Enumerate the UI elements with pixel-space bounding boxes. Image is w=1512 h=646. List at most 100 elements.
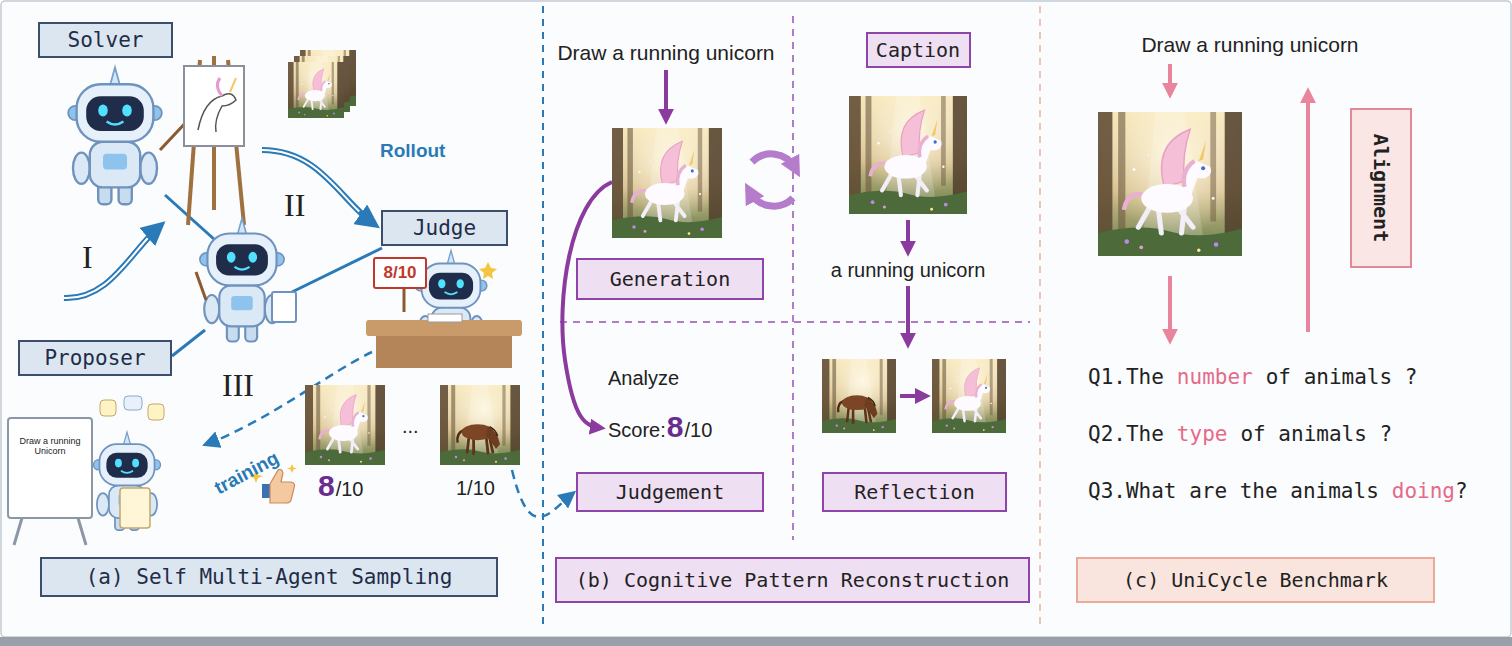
thumbs-up: [262, 484, 270, 498]
proposer-whiteboard: [100, 400, 116, 416]
easel: [184, 66, 244, 146]
box-label: Solver: [68, 28, 144, 52]
flow-arrow-II: [262, 150, 374, 224]
cycle-arrows: [750, 192, 793, 206]
question-text: Q3.What are the animals: [1088, 479, 1379, 504]
easel: [230, 78, 236, 92]
score-scale: /10: [685, 418, 713, 442]
score-value: 8: [318, 468, 335, 504]
caption-flow: [906, 286, 910, 344]
benchmark-flow: [1098, 64, 1308, 340]
judge-robot: [366, 251, 522, 368]
caption-flow: [906, 220, 910, 252]
question-keyword: type: [1177, 422, 1228, 447]
agent-links: [172, 330, 205, 356]
thumbs-up: [287, 464, 297, 473]
generation-flow: [562, 70, 722, 428]
judge-feedback-arrow: [512, 470, 572, 517]
easel: [217, 78, 222, 96]
cycle-arrows: [750, 154, 795, 206]
flow-arrow-I: [64, 226, 160, 298]
reflection-images: [822, 359, 1006, 433]
section-dividers: [792, 16, 794, 540]
section-title-box: (b) Cognitive Pattern Reconstruction: [555, 557, 1030, 603]
reflection-images: [932, 359, 1006, 433]
frame: [0, 637, 1512, 646]
easel: [198, 94, 236, 132]
proposer-whiteboard: [120, 488, 150, 528]
sampled-images: [305, 385, 385, 465]
section-dividers: [542, 6, 544, 630]
reflection-images: [900, 394, 926, 398]
score-label: Score:: [608, 418, 666, 442]
question-text: of animals ?: [1266, 365, 1418, 390]
caption-text: a running unicorn: [831, 258, 986, 282]
section-title-box: (a) Self Multi-Agent Sampling: [40, 557, 498, 597]
question-keyword: number: [1177, 365, 1253, 390]
generation-flow: [612, 128, 722, 238]
question-keyword: doing: [1392, 479, 1455, 504]
question-text: of animals ?: [1240, 422, 1392, 447]
flow-arrow-I: [64, 226, 160, 298]
box-label: Judge: [413, 216, 476, 240]
proposer-whiteboard: [78, 518, 86, 545]
section-dividers: [1039, 6, 1041, 630]
judge-robot: [376, 336, 512, 368]
prompt-text: Draw a running unicorn: [557, 40, 774, 65]
sampled-images: [440, 385, 520, 465]
section-dividers: [560, 321, 1030, 323]
step-number: II: [284, 186, 305, 224]
rollout-images: [288, 50, 356, 118]
judge-feedback-arrow: [512, 470, 572, 517]
prompt-text: Draw a running unicorn: [1141, 32, 1358, 57]
judge-robot: [403, 288, 406, 312]
proposer-whiteboard: [8, 418, 92, 518]
proposer-whiteboard: [148, 404, 164, 420]
judge-robot: [428, 314, 462, 322]
step-number: I: [82, 238, 93, 276]
score-value: 8: [667, 409, 684, 445]
benchmark-flow: [1098, 112, 1242, 256]
whiteboard-text: Draw a running Unicorn: [14, 436, 86, 457]
generation-flow: [562, 182, 612, 428]
box-label: Caption: [876, 38, 960, 62]
question-text: Q2.The: [1088, 422, 1164, 447]
proposer-robot-center: [196, 272, 206, 300]
box-label: Judgement: [616, 480, 724, 504]
easel: [184, 56, 244, 225]
judge-robot: [479, 262, 497, 279]
flow-arrow-I: [64, 226, 160, 298]
question-text: ?: [1455, 479, 1468, 504]
agent-name-box: Proposer: [18, 340, 172, 376]
proposer-whiteboard: [124, 396, 142, 410]
proposer-whiteboard: [93, 432, 160, 530]
flow-arrow-II: [262, 150, 374, 224]
solver-robot: [68, 67, 162, 204]
box-label: Generation: [610, 267, 730, 291]
benchmark-flow: [1168, 64, 1172, 94]
agent-links: [165, 195, 382, 356]
proposer-robot-center: [272, 292, 296, 322]
proposer-robot-center: [200, 218, 284, 341]
agent-name-box: Solver: [38, 22, 173, 58]
box-label: (b) Cognitive Pattern Reconstruction: [576, 568, 1009, 592]
caption-flow: [849, 96, 967, 214]
caption-flow: [849, 96, 967, 344]
generation-flow: [664, 70, 668, 120]
box-label: Proposer: [44, 346, 145, 370]
question-text: Q1.The: [1088, 365, 1164, 390]
solver-robot: [68, 67, 194, 204]
flow-arrow-II: [262, 150, 374, 224]
stage-box: Caption: [866, 32, 971, 68]
cycle-arrows: [752, 154, 795, 168]
agent-links: [292, 248, 382, 292]
step-number: III: [222, 366, 254, 404]
box-label: Reflection: [854, 480, 974, 504]
stage-box: Reflection: [822, 472, 1007, 512]
proposer-robot-center: [196, 218, 296, 341]
reflection-images: [822, 359, 896, 433]
